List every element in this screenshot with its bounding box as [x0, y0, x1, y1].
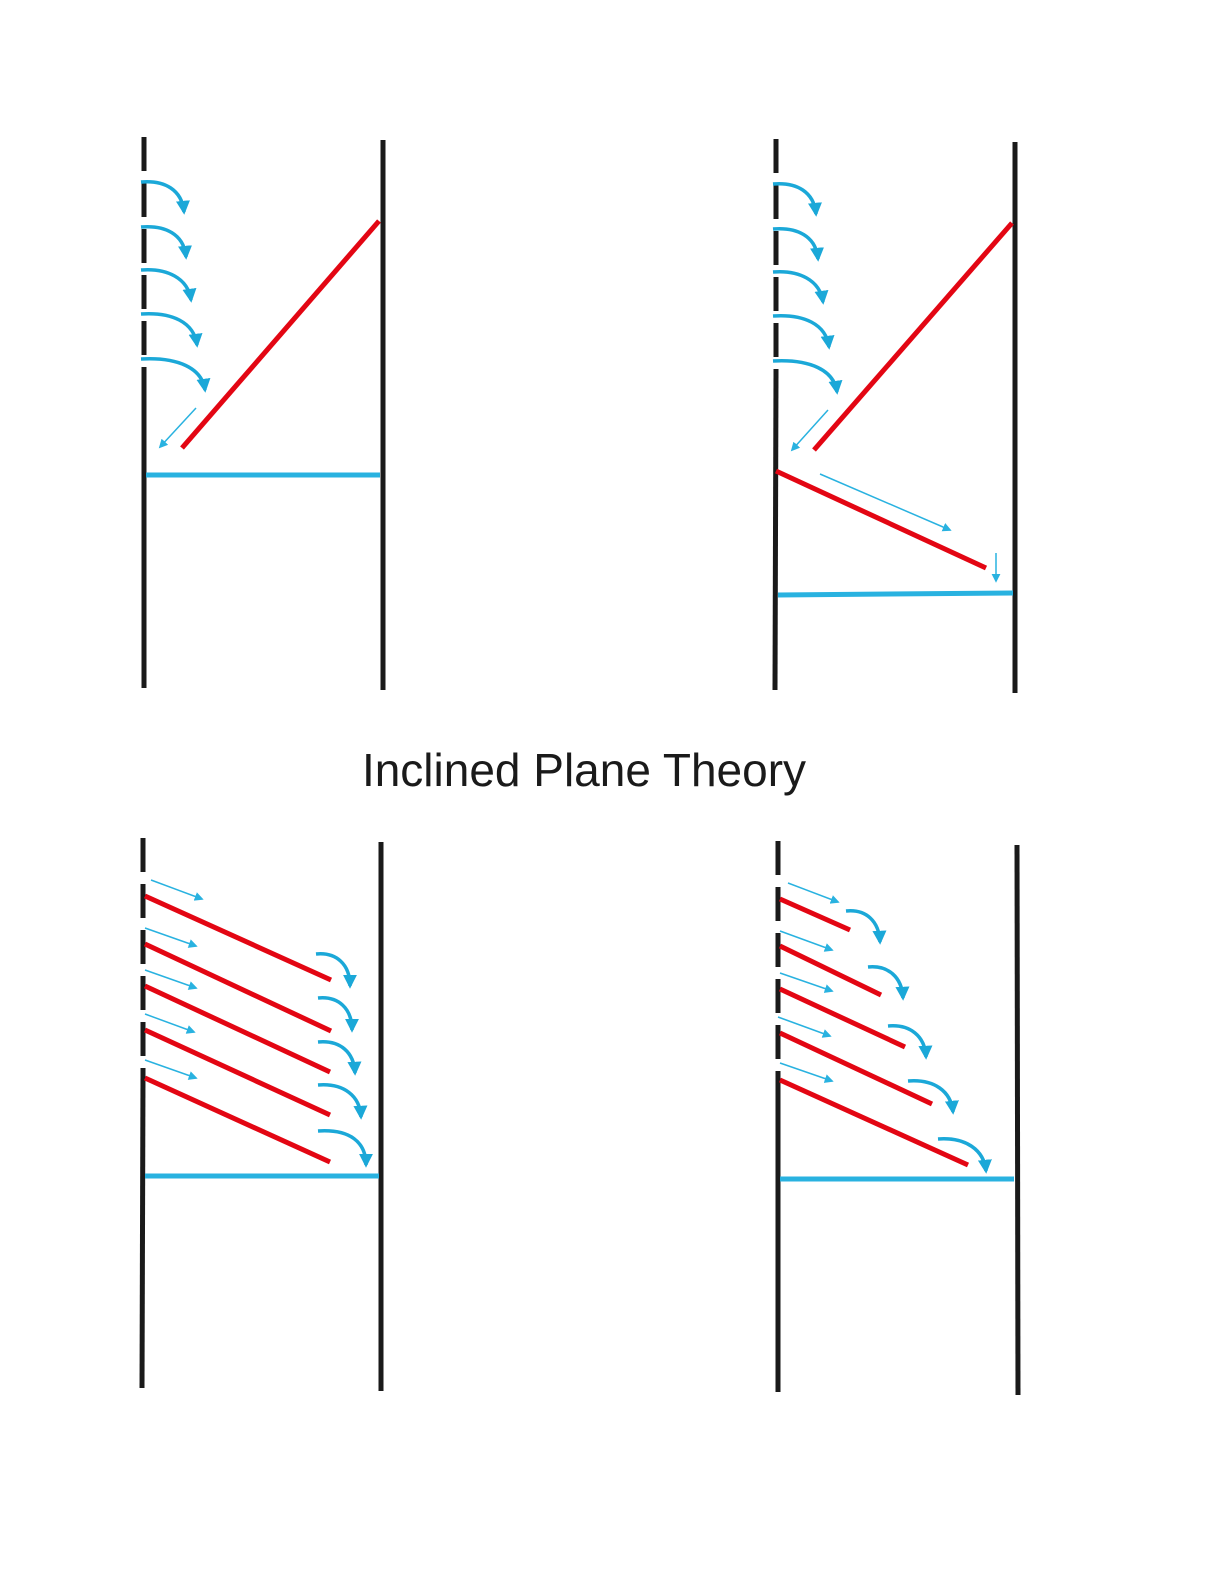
curved-flow-arrow — [140, 224, 192, 260]
curved-flow-arrow — [317, 1040, 362, 1076]
curved-arrows — [772, 182, 843, 395]
curved-arrows — [140, 180, 211, 393]
inclined-planes — [143, 893, 333, 1165]
curved-flow-arrow — [317, 1083, 368, 1120]
inclined-plane — [143, 941, 333, 1034]
flow-arrow — [777, 1016, 832, 1038]
curved-flow-arrow — [140, 357, 211, 393]
curved-flow-arrow — [317, 1129, 373, 1168]
flow-arrow — [158, 407, 197, 449]
inclined-plane — [778, 1077, 970, 1168]
inclined-plane — [180, 219, 381, 450]
inclined-plane — [143, 1075, 332, 1165]
curved-flow-arrow — [937, 1137, 992, 1174]
panel-bottom-left — [139, 838, 384, 1391]
right-wall — [1014, 844, 1021, 1396]
diagram-title: Inclined Plane Theory — [362, 744, 806, 796]
curved-flow-arrow — [140, 312, 203, 348]
curved-flow-arrow — [907, 1079, 959, 1115]
inclined-plane — [778, 943, 883, 998]
inclined-plane — [778, 896, 852, 933]
inclined-plane — [778, 1030, 934, 1107]
curved-flow-arrow — [772, 270, 829, 305]
inclined-plane — [143, 983, 332, 1075]
straight-arrows — [777, 882, 840, 1083]
left-wall — [139, 1073, 146, 1389]
curved-flow-arrow — [772, 226, 824, 262]
flow-arrow — [144, 1059, 198, 1080]
flow-arrow — [144, 1013, 196, 1034]
curved-flow-arrow — [887, 1024, 933, 1060]
flow-arrow — [819, 473, 952, 532]
curved-arrows — [845, 909, 992, 1174]
panel-top-right — [772, 139, 1018, 693]
curved-flow-arrow — [772, 359, 843, 395]
inclined-plane — [143, 1027, 332, 1118]
curved-flow-arrow — [845, 909, 887, 945]
inclined-plane-upper — [812, 221, 1014, 452]
flow-arrow — [150, 879, 204, 901]
curved-arrows — [315, 952, 373, 1168]
straight-arrows — [144, 879, 204, 1080]
curved-flow-arrow — [140, 268, 197, 303]
flow-arrow — [779, 930, 834, 952]
flow-arrow — [790, 409, 829, 452]
panel-bottom-right — [775, 841, 1021, 1396]
flow-arrow — [787, 882, 840, 904]
left-wall — [772, 373, 779, 691]
inclined-plane — [778, 986, 907, 1050]
panel-top-left — [140, 137, 386, 690]
flow-arrow — [779, 1062, 834, 1083]
inclined-planes — [778, 896, 970, 1168]
curved-flow-arrow — [772, 314, 835, 350]
inclined-plane-lower — [774, 468, 988, 571]
curved-flow-arrow — [317, 996, 359, 1033]
inclined-plane — [143, 893, 333, 983]
flow-arrow — [144, 927, 198, 948]
curved-flow-arrow — [772, 182, 822, 217]
curved-flow-arrow — [867, 965, 910, 1001]
flow-arrow — [779, 972, 834, 993]
curved-flow-arrow — [140, 180, 190, 215]
water-level — [777, 590, 1014, 598]
curved-flow-arrow — [315, 952, 357, 989]
flow-arrow — [144, 969, 198, 990]
